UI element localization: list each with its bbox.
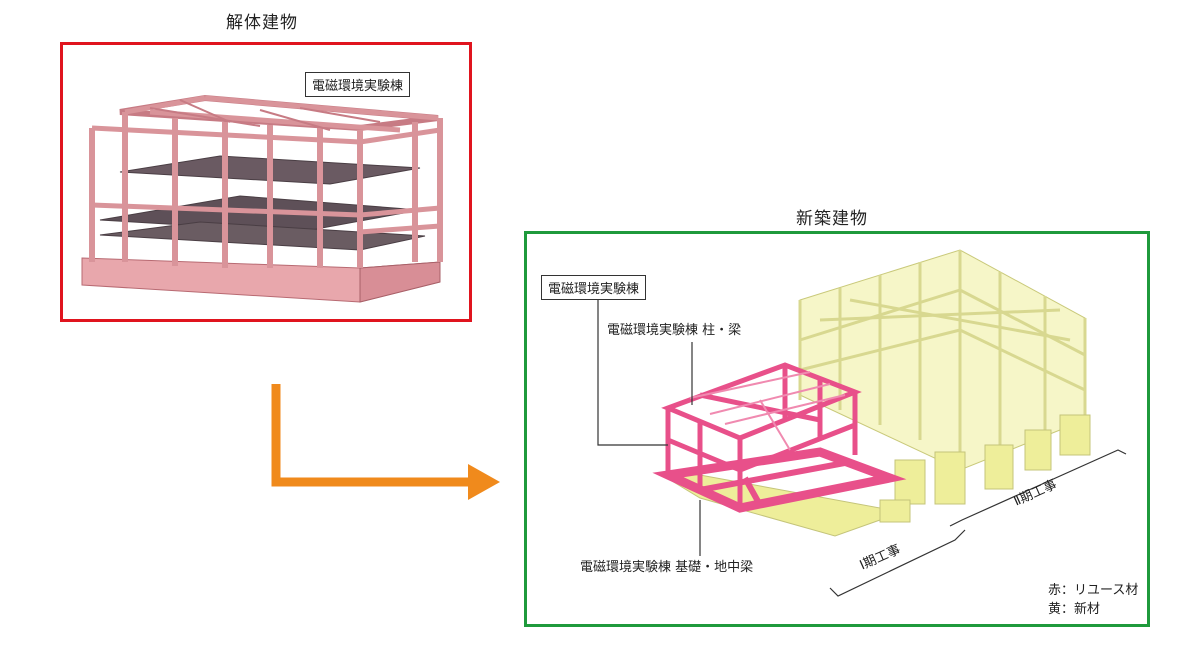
callout-leaders (597, 294, 701, 556)
phase-brackets (829, 449, 1127, 597)
new-building-frame (524, 231, 1150, 627)
old-building-title: 解体建物 (226, 13, 298, 33)
old-building-name-label: 電磁環境実験棟 (305, 72, 411, 97)
legend-new-material: 黄：新材 (1048, 602, 1101, 617)
transfer-arrow (271, 384, 500, 500)
new-building-name-label: 電磁環境実験棟 (541, 275, 647, 300)
demolished-building-frame (60, 42, 472, 322)
new-structure-illustration (652, 249, 1091, 537)
new-building-title: 新築建物 (796, 209, 868, 229)
legend-reuse-material: 赤：リユース材 (1048, 583, 1139, 598)
demolished-structure-illustration (81, 94, 443, 303)
foundation-callout: 電磁環境実験棟 基礎・地中梁 (580, 560, 754, 575)
columns-beams-callout: 電磁環境実験棟 柱・梁 (607, 323, 742, 338)
